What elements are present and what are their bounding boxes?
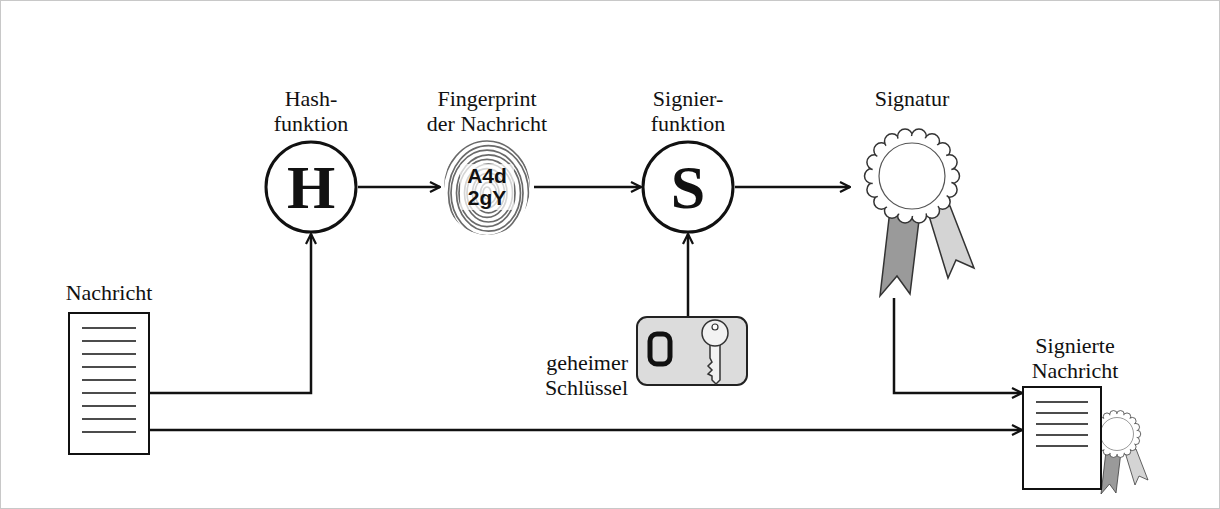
key-hole bbox=[712, 324, 718, 330]
rosette-outline bbox=[850, 126, 974, 298]
flow-arrow bbox=[150, 429, 1022, 432]
seal-disc bbox=[872, 136, 952, 216]
circle-shape: H bbox=[264, 140, 358, 234]
key-blade bbox=[708, 344, 720, 384]
ridge bbox=[449, 146, 529, 241]
key-symbol bbox=[702, 320, 728, 384]
function-circle bbox=[266, 142, 356, 232]
function-letter: H bbox=[287, 156, 335, 218]
ribbon bbox=[1101, 451, 1121, 494]
ridge bbox=[451, 150, 523, 236]
rosette-shape bbox=[850, 126, 974, 298]
shape-content bbox=[636, 316, 748, 386]
message-document: Nachricht bbox=[49, 280, 169, 305]
doc-shape bbox=[1022, 386, 1102, 490]
text-line bbox=[82, 379, 136, 381]
shape-content: S bbox=[641, 140, 735, 234]
text-line bbox=[1036, 434, 1088, 436]
doc-outline bbox=[1022, 386, 1102, 490]
flow-arrow bbox=[735, 186, 850, 189]
document-sheet bbox=[1023, 387, 1101, 489]
node-label: Nachricht bbox=[49, 280, 169, 305]
fingerprint-ridges bbox=[441, 136, 537, 249]
circle-shape: S bbox=[641, 140, 735, 234]
shape-content bbox=[1022, 386, 1102, 490]
finger-shape: A4d 2gY bbox=[440, 138, 534, 236]
flow-arrow bbox=[150, 234, 311, 393]
shape-content: H bbox=[264, 140, 358, 234]
fingerprint: Fingerprint der NachrichtA4d 2gY bbox=[421, 86, 553, 136]
ridge bbox=[441, 136, 537, 249]
text-line bbox=[82, 366, 136, 368]
node-label: Fingerprint der Nachricht bbox=[421, 86, 553, 136]
sign-function-circle: Signier- funktionS bbox=[633, 86, 743, 136]
ribbon bbox=[880, 210, 920, 296]
flow-arrow bbox=[534, 186, 641, 189]
node-label: Signierte Nachricht bbox=[1020, 333, 1130, 383]
text-line bbox=[82, 392, 136, 394]
text-line bbox=[82, 340, 136, 342]
text-line bbox=[82, 327, 136, 329]
shape-content: A4d 2gY bbox=[440, 138, 534, 236]
key-shape bbox=[636, 316, 748, 386]
function-circle bbox=[643, 142, 733, 232]
node-label: geheimer Schlüssel bbox=[528, 316, 628, 400]
signature-seal: Signatur bbox=[850, 86, 972, 111]
text-line bbox=[1036, 401, 1088, 403]
seal-disc bbox=[1097, 414, 1137, 454]
text-line bbox=[82, 353, 136, 355]
shape-content bbox=[68, 312, 150, 455]
text-line bbox=[1036, 412, 1088, 414]
ridge bbox=[443, 141, 531, 245]
text-line bbox=[82, 405, 136, 407]
key-outline bbox=[636, 316, 748, 386]
text-line bbox=[82, 431, 136, 433]
node-label: Hash- funktion bbox=[256, 86, 366, 136]
secret-key-card: geheimer Schlüssel bbox=[528, 316, 628, 400]
card-chip bbox=[650, 334, 670, 364]
flow-arrow bbox=[358, 186, 440, 189]
text-line bbox=[1036, 423, 1088, 425]
seal-ring bbox=[879, 143, 945, 209]
seal-ring bbox=[1101, 418, 1134, 451]
flow-arrow bbox=[687, 234, 690, 316]
signed-document: Signierte Nachricht bbox=[1020, 333, 1130, 383]
text-line bbox=[1036, 445, 1088, 447]
node-label: Signatur bbox=[852, 86, 972, 111]
flow-arrow bbox=[894, 298, 1022, 393]
key-head bbox=[702, 320, 728, 346]
seal bbox=[865, 129, 975, 296]
ridge bbox=[457, 155, 521, 231]
document-sheet bbox=[69, 313, 149, 454]
function-letter: S bbox=[671, 156, 705, 218]
text-line bbox=[82, 418, 136, 420]
node-label: Signier- funktion bbox=[633, 86, 743, 136]
hash-function-circle: Hash- funktionH bbox=[256, 86, 366, 136]
ridge bbox=[459, 159, 515, 226]
shape-content bbox=[850, 126, 974, 298]
doc-shape bbox=[68, 312, 150, 455]
doc-outline bbox=[68, 312, 150, 455]
fingerprint-code: A4d 2gY bbox=[460, 164, 514, 210]
key-card bbox=[637, 317, 747, 385]
